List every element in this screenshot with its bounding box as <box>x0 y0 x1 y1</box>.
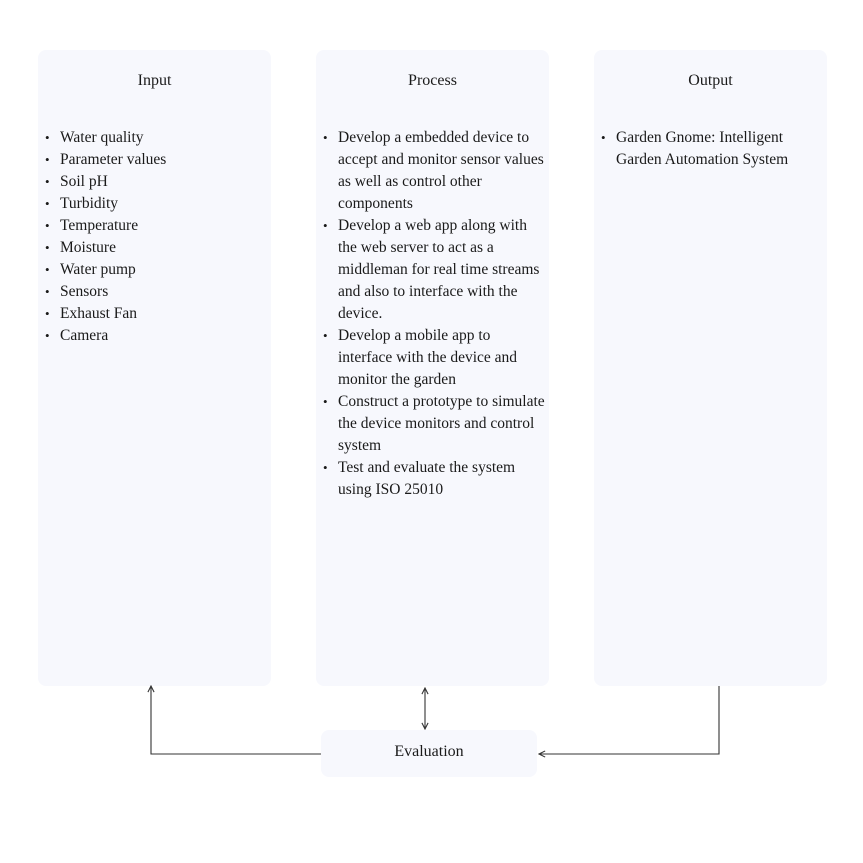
input-item: Parameter values <box>38 149 271 171</box>
process-item: Develop a mobile app to interface with t… <box>316 325 549 391</box>
input-item: Camera <box>38 325 271 347</box>
evaluation-to-input-arrow <box>151 686 321 755</box>
input-item: Sensors <box>38 281 271 303</box>
output-box: Output Garden Gnome: Intelligent Garden … <box>594 50 827 686</box>
process-item: Develop a web app along with the web ser… <box>316 215 549 325</box>
input-item: Soil pH <box>38 171 271 193</box>
process-title: Process <box>408 72 457 89</box>
process-item: Test and evaluate the system using ISO 2… <box>316 457 549 501</box>
input-list: Water quality Parameter values Soil pH T… <box>38 127 271 347</box>
output-item: Garden Gnome: Intelligent Garden Automat… <box>594 127 827 171</box>
input-item: Temperature <box>38 215 271 237</box>
output-title: Output <box>688 72 733 89</box>
input-box: Input Water quality Parameter values Soi… <box>38 50 271 686</box>
evaluation-box: Evaluation <box>321 730 537 777</box>
input-item: Water pump <box>38 259 271 281</box>
input-title: Input <box>137 72 172 89</box>
input-item: Turbidity <box>38 193 271 215</box>
process-list: Develop a embedded device to accept and … <box>316 127 549 501</box>
process-item: Develop a embedded device to accept and … <box>316 127 549 215</box>
evaluation-label: Evaluation <box>394 743 464 760</box>
process-item: Construct a prototype to simulate the de… <box>316 391 549 457</box>
input-item: Moisture <box>38 237 271 259</box>
input-item: Exhaust Fan <box>38 303 271 325</box>
output-list: Garden Gnome: Intelligent Garden Automat… <box>594 127 827 171</box>
input-item: Water quality <box>38 127 271 149</box>
process-box: Process Develop a embedded device to acc… <box>316 50 549 686</box>
output-to-evaluation-arrow <box>539 686 720 754</box>
